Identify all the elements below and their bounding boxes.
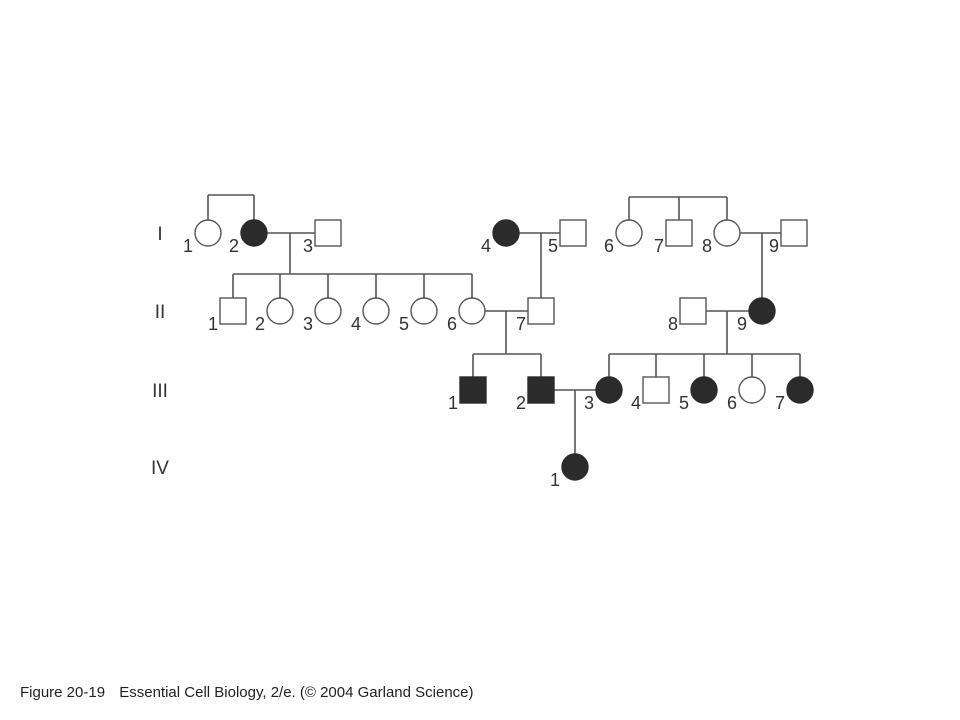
individual-label-i-4: 4: [481, 236, 491, 256]
male-unaffected-square-ii-7: [527, 297, 555, 325]
individual-label-i-8: 8: [702, 236, 712, 256]
individual-label-iii-5: 5: [679, 393, 689, 413]
caption-figure-number: Figure 20-19: [20, 684, 106, 701]
individual-label-ii-4: 4: [351, 314, 361, 334]
female-unaffected-circle-iii-6: [738, 376, 766, 404]
female-affected-circle-iii-5: [690, 376, 718, 404]
individual-label-ii-7: 7: [516, 314, 526, 334]
individual-label-iii-7: 7: [775, 393, 785, 413]
female-affected-circle-iii-3: [595, 376, 623, 404]
individual-label-i-6: 6: [604, 236, 614, 256]
individual-label-iii-6: 6: [727, 393, 737, 413]
individual-label-i-9: 9: [769, 236, 779, 256]
individual-label-iii-1: 1: [448, 393, 458, 413]
male-unaffected-square-ii-8: [679, 297, 707, 325]
individual-label-ii-9: 9: [737, 314, 747, 334]
individual-label-i-5: 5: [548, 236, 558, 256]
generation-label-ii: II: [155, 302, 166, 323]
male-unaffected-square-i-5: [559, 219, 587, 247]
female-affected-circle-ii-9: [748, 297, 776, 325]
female-affected-circle-i-2: [240, 219, 268, 247]
generation-label-i: I: [157, 224, 162, 245]
generation-label-iv: IV: [151, 458, 169, 479]
male-unaffected-square-i-7: [665, 219, 693, 247]
individual-label-ii-1: 1: [208, 314, 218, 334]
individual-label-iii-3: 3: [584, 393, 594, 413]
male-unaffected-square-ii-1: [219, 297, 247, 325]
female-affected-circle-iii-7: [786, 376, 814, 404]
individual-label-ii-5: 5: [399, 314, 409, 334]
female-affected-circle-iv-1: [561, 453, 589, 481]
female-affected-circle-i-4: [492, 219, 520, 247]
individual-label-ii-3: 3: [303, 314, 313, 334]
individual-label-iii-2: 2: [516, 393, 526, 413]
female-unaffected-circle-ii-4: [362, 297, 390, 325]
caption-source: Essential Cell Biology, 2/e. (© 2004 Gar…: [119, 684, 474, 701]
generation-label-iii: III: [152, 381, 168, 402]
figure-caption: Figure 20-19 Essential Cell Biology, 2/e…: [20, 684, 474, 701]
individual-label-i-1: 1: [183, 236, 193, 256]
individual-label-ii-2: 2: [255, 314, 265, 334]
individual-label-ii-8: 8: [668, 314, 678, 334]
female-unaffected-circle-i-8: [713, 219, 741, 247]
female-unaffected-circle-ii-5: [410, 297, 438, 325]
female-unaffected-circle-i-1: [194, 219, 222, 247]
individual-label-ii-6: 6: [447, 314, 457, 334]
female-unaffected-circle-ii-6: [458, 297, 486, 325]
individual-label-iv-1: 1: [550, 470, 560, 490]
female-unaffected-circle-ii-2: [266, 297, 294, 325]
individual-label-i-3: 3: [303, 236, 313, 256]
individual-label-i-7: 7: [654, 236, 664, 256]
individual-label-i-2: 2: [229, 236, 239, 256]
female-unaffected-circle-i-6: [615, 219, 643, 247]
female-unaffected-circle-ii-3: [314, 297, 342, 325]
male-unaffected-square-i-3: [314, 219, 342, 247]
male-unaffected-square-i-9: [780, 219, 808, 247]
individual-label-iii-4: 4: [631, 393, 641, 413]
male-unaffected-square-iii-4: [642, 376, 670, 404]
male-affected-square-iii-1: [459, 376, 487, 404]
male-affected-square-iii-2: [527, 376, 555, 404]
